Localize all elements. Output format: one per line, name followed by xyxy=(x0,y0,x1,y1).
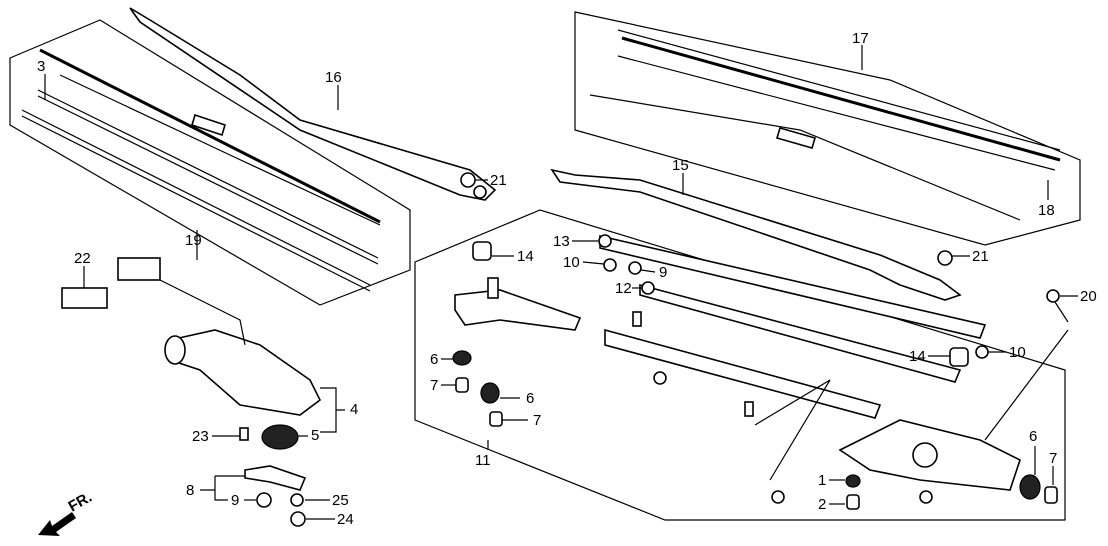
callout-15: 15 xyxy=(672,157,689,174)
callout-8: 8 xyxy=(186,482,194,499)
callout-7: 7 xyxy=(1049,450,1057,467)
callout-12: 12 xyxy=(615,280,632,297)
front-direction-arrow-icon: FR. xyxy=(38,489,95,536)
wiper-blade-front xyxy=(21,48,381,292)
bracket-8 xyxy=(244,465,307,491)
callout-4: 4 xyxy=(350,401,358,418)
callout-19: 19 xyxy=(185,232,202,249)
callout-labels: 3 16 21 19 22 17 15 18 21 13 14 10 9 12 … xyxy=(37,30,1097,528)
front-direction-label: FR. xyxy=(66,489,95,516)
callout-10: 10 xyxy=(563,254,580,271)
wiper-arm-rear xyxy=(550,168,962,301)
callout-6: 6 xyxy=(526,390,534,407)
connector-22 xyxy=(61,287,108,309)
callout-23: 23 xyxy=(192,428,209,445)
callout-21: 21 xyxy=(972,248,989,265)
callout-18: 18 xyxy=(1038,202,1055,219)
callout-20: 20 xyxy=(1080,288,1097,305)
wiper-arm-front xyxy=(129,7,497,201)
linkage-group-box xyxy=(414,209,1066,521)
callout-25: 25 xyxy=(332,492,349,509)
grommet-5 xyxy=(261,424,299,450)
callout-11: 11 xyxy=(475,452,491,469)
callout-9: 9 xyxy=(231,492,239,509)
callout-14: 14 xyxy=(517,248,534,265)
front-blade-group-box xyxy=(9,19,411,306)
callout-17: 17 xyxy=(852,30,869,47)
callout-14: 14 xyxy=(909,348,926,365)
motor-bracket xyxy=(454,277,582,331)
callout-10: 10 xyxy=(1009,344,1026,361)
callout-21: 21 xyxy=(490,172,507,189)
wiper-blade-rear xyxy=(589,29,1061,221)
wiper-linkage xyxy=(598,234,987,419)
rear-blade-group-box xyxy=(574,11,1081,246)
callout-13: 13 xyxy=(553,233,570,250)
callout-2: 2 xyxy=(818,496,826,513)
pivot-plate xyxy=(838,419,1021,491)
callout-3: 3 xyxy=(37,58,45,75)
callout-24: 24 xyxy=(337,511,354,528)
leader-lines xyxy=(44,45,1078,520)
callout-7: 7 xyxy=(533,412,541,429)
wiper-motor xyxy=(117,257,322,416)
callout-1: 1 xyxy=(818,472,826,489)
callout-16: 16 xyxy=(325,69,342,86)
callout-22: 22 xyxy=(74,250,91,267)
callout-9: 9 xyxy=(659,264,667,281)
callout-5: 5 xyxy=(311,427,319,444)
callout-6: 6 xyxy=(1029,428,1037,445)
callout-6: 6 xyxy=(430,351,438,368)
callout-7: 7 xyxy=(430,377,438,394)
